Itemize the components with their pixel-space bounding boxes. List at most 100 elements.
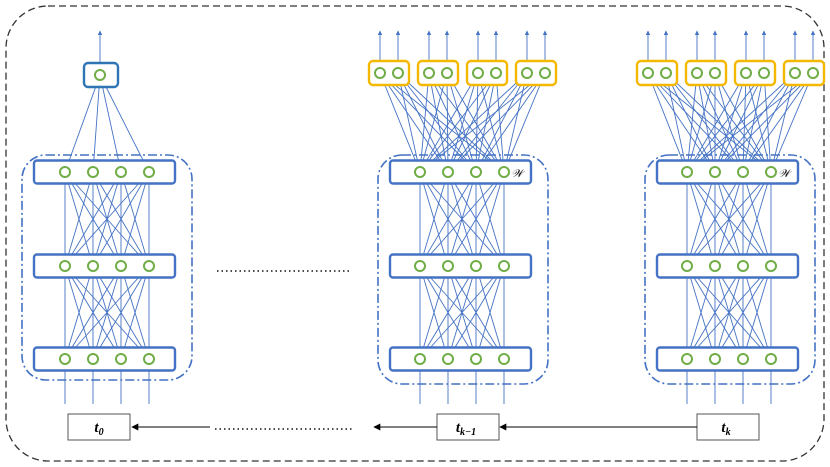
net-t0-edge — [64, 171, 94, 267]
net-tk-output-edge — [647, 72, 688, 173]
net-t0-layer-1-box — [32, 159, 177, 185]
net-tk-minus-1-output-edge — [379, 72, 421, 173]
net-tk-minus-1-output-neuron-6 — [490, 67, 502, 79]
net-tk-edge — [714, 265, 772, 360]
net-tk-output-neuron-5 — [740, 67, 752, 79]
net-tk-minus-1-edge — [419, 171, 449, 267]
time-label-tk: tk — [721, 420, 730, 438]
net-tk-layer-3-neuron-1 — [681, 353, 693, 365]
net-t0-layer-1-neuron-3 — [115, 166, 127, 178]
net-t0-layer-2-box — [32, 253, 177, 279]
net-tk-output-edge — [763, 72, 772, 173]
net-tk-edge — [686, 171, 744, 267]
net-tk-output-neuron-3 — [691, 67, 703, 79]
net-tk-layer-3-neuron-3 — [737, 353, 749, 365]
net-tk-edge — [742, 171, 772, 267]
net-tk-minus-1-output-edge — [419, 72, 479, 173]
net-t0-layer-2-neuron-1 — [59, 260, 71, 272]
net-t0-layer-3-neuron-2 — [87, 353, 99, 365]
net-tk-minus-1-output-edge — [379, 72, 505, 173]
net-t0-layer-2-neuron-4 — [143, 260, 155, 272]
net-t0-output-edge — [92, 74, 101, 173]
net-tk-output-edge — [742, 72, 765, 173]
net-tk-minus-1-layer-2-neuron-2 — [442, 260, 454, 272]
net-tk-edge — [686, 171, 716, 267]
net-tk-weight-tag: 𝒲 — [778, 167, 792, 180]
net-tk-minus-1-layer-3-neuron-3 — [470, 353, 482, 365]
net-tk-edge — [686, 265, 716, 360]
net-tk-minus-1-edge — [419, 171, 505, 267]
net-tk-output-neuron-6 — [758, 67, 770, 79]
net-tk-output-neuron-2 — [660, 67, 672, 79]
net-t0-layer-2-neuron-3 — [115, 260, 127, 272]
net-tk-layer-2-neuron-4 — [765, 260, 777, 272]
net-tk-layer-1-neuron-4 — [765, 166, 777, 178]
net-tk-minus-1-output-group-1 — [367, 59, 411, 87]
net-t0-edge — [120, 265, 150, 360]
net-tk-minus-1-edge — [419, 265, 505, 360]
net-t0-output-edge — [99, 74, 150, 173]
net-tk-minus-1-output-group-2 — [416, 59, 460, 87]
net-tk-edge — [686, 265, 744, 360]
neurons-layer — [59, 67, 819, 365]
net-tk-output-edge — [686, 72, 747, 173]
net-tk-minus-1-output-group-4 — [514, 59, 558, 87]
net-tk-minus-1-layer-3-neuron-2 — [442, 353, 454, 365]
net-tk-minus-1-layer-1-neuron-1 — [414, 166, 426, 178]
net-t0-layer-2-neuron-2 — [87, 260, 99, 272]
net-tk-output-neuron-7 — [789, 67, 801, 79]
net-tk-minus-1-layer-2-neuron-4 — [498, 260, 510, 272]
net-tk-minus-1-layer-3-neuron-1 — [414, 353, 426, 365]
net-tk-minus-1-output-group-3 — [465, 59, 509, 87]
net-tk-minus-1-output-neuron-1 — [374, 67, 386, 79]
net-tk-edge — [686, 265, 772, 360]
net-t0-edge — [64, 171, 150, 267]
net-tk-output-edge — [665, 72, 744, 173]
net-t0-layer-1-neuron-4 — [143, 166, 155, 178]
net-tk-layer-2-neuron-3 — [737, 260, 749, 272]
net-tk-layer-1-neuron-2 — [709, 166, 721, 178]
net-tk-output-edge — [770, 72, 814, 173]
net-tk-layer-1-neuron-3 — [737, 166, 749, 178]
net-tk-output-edge — [665, 72, 772, 173]
net-tk-minus-1-output-neuron-4 — [441, 67, 453, 79]
net-tk-edge — [714, 171, 772, 267]
net-t0-edge — [64, 265, 150, 360]
net-tk-minus-1-layer-1-neuron-2 — [442, 166, 454, 178]
net-tk-output-neuron-1 — [642, 67, 654, 79]
net-tk-layer-2-neuron-1 — [681, 260, 693, 272]
net-t0-layer-3-box — [32, 346, 177, 372]
net-tk-output-group-1 — [635, 59, 679, 87]
net-tk-minus-1-weight-tag: 𝒲 — [511, 167, 525, 180]
net-tk-minus-1-output-edge — [397, 72, 477, 173]
net-t0-edge — [92, 265, 150, 360]
net-tk-output-edge — [714, 72, 814, 173]
net-tk-output-edge — [665, 72, 688, 173]
net-tk-output-neuron-4 — [709, 67, 721, 79]
net-tk-output-edge — [686, 72, 716, 173]
net-t0-edge — [64, 265, 122, 360]
net-tk-minus-1-output-edge — [475, 72, 479, 173]
net-t0-output-edge — [99, 74, 122, 173]
net-t0-output-neuron — [94, 69, 106, 81]
net-tk-layer-3-neuron-4 — [765, 353, 777, 365]
net-tk-minus-1-edge — [447, 265, 505, 360]
net-t0-layer-3-neuron-4 — [143, 353, 155, 365]
net-tk-layer-3-neuron-2 — [709, 353, 721, 365]
net-t0-layer-3-neuron-3 — [115, 353, 127, 365]
net-tk-minus-1-layer-3-neuron-4 — [498, 353, 510, 365]
net-tk-output-group-3 — [733, 59, 777, 87]
net-tk-minus-1-layer-1-neuron-4 — [498, 166, 510, 178]
net-t0-edge — [120, 171, 150, 267]
net-tk-minus-1-output-neuron-7 — [521, 67, 533, 79]
net-tk-minus-1-output-edge — [428, 72, 477, 173]
net-tk-output-edge — [696, 72, 744, 173]
net-tk-minus-1-layer-1-neuron-3 — [470, 166, 482, 178]
network-groups-layer — [21, 154, 816, 385]
net-tk-minus-1-output-neuron-2 — [392, 67, 404, 79]
net-tk-minus-1-edge — [419, 265, 477, 360]
net-t0-edge — [64, 265, 94, 360]
net-tk-minus-1-output-edge — [447, 72, 546, 173]
